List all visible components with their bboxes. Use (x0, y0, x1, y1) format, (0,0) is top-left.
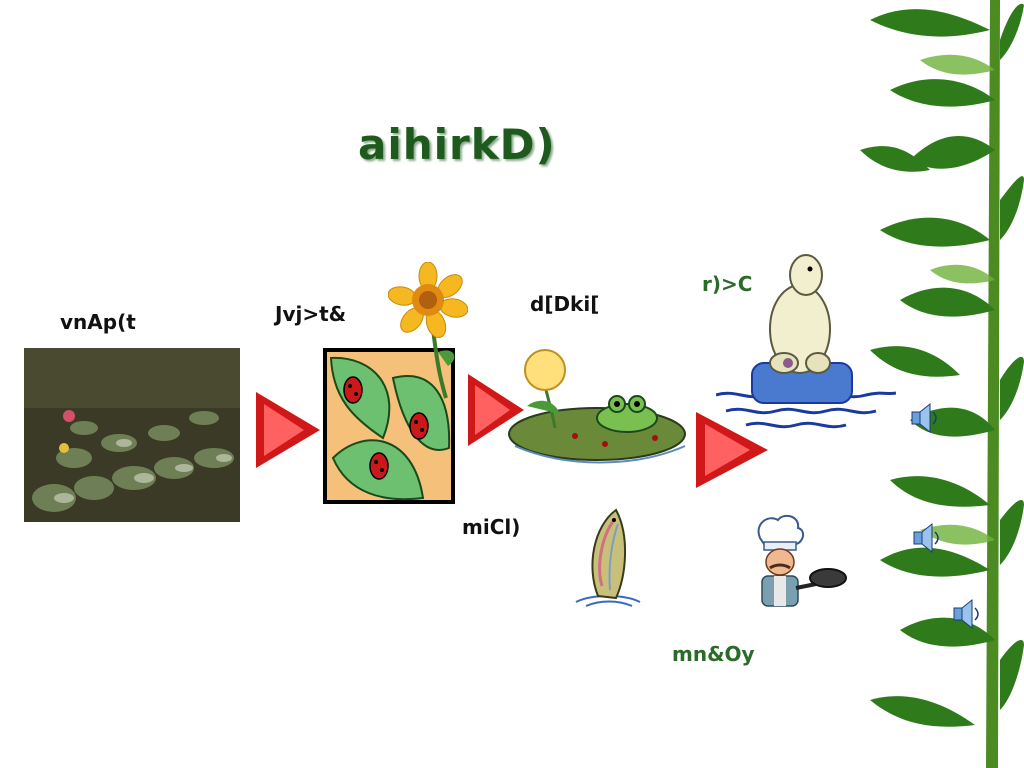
label-bear: r)>C (702, 272, 753, 296)
label-frog: d[Dki[ (530, 292, 600, 316)
red-arrow-icon (696, 412, 768, 488)
bamboo-decoration (860, 0, 1024, 768)
label-fish: miCl) (462, 515, 521, 539)
label-pond: vnAp(t (60, 310, 136, 334)
fish-picture (575, 508, 641, 607)
speaker-icon[interactable] (910, 402, 938, 434)
label-insects: Jvj>t& (275, 302, 347, 326)
speaker-icon[interactable] (952, 598, 980, 630)
sunflower-picture (388, 262, 468, 399)
polar-bear-picture (716, 254, 896, 429)
label-cook: mn&Oy (672, 642, 755, 666)
speaker-icon[interactable] (912, 522, 940, 554)
red-arrow-icon (256, 392, 320, 468)
cook-picture (757, 514, 847, 607)
red-arrow-icon (468, 374, 524, 446)
pond-photo (24, 348, 240, 522)
ladybug-leaves-picture (323, 348, 455, 504)
frog-lilypad-picture (508, 349, 686, 464)
slide-title: aihirkD) (358, 120, 556, 169)
